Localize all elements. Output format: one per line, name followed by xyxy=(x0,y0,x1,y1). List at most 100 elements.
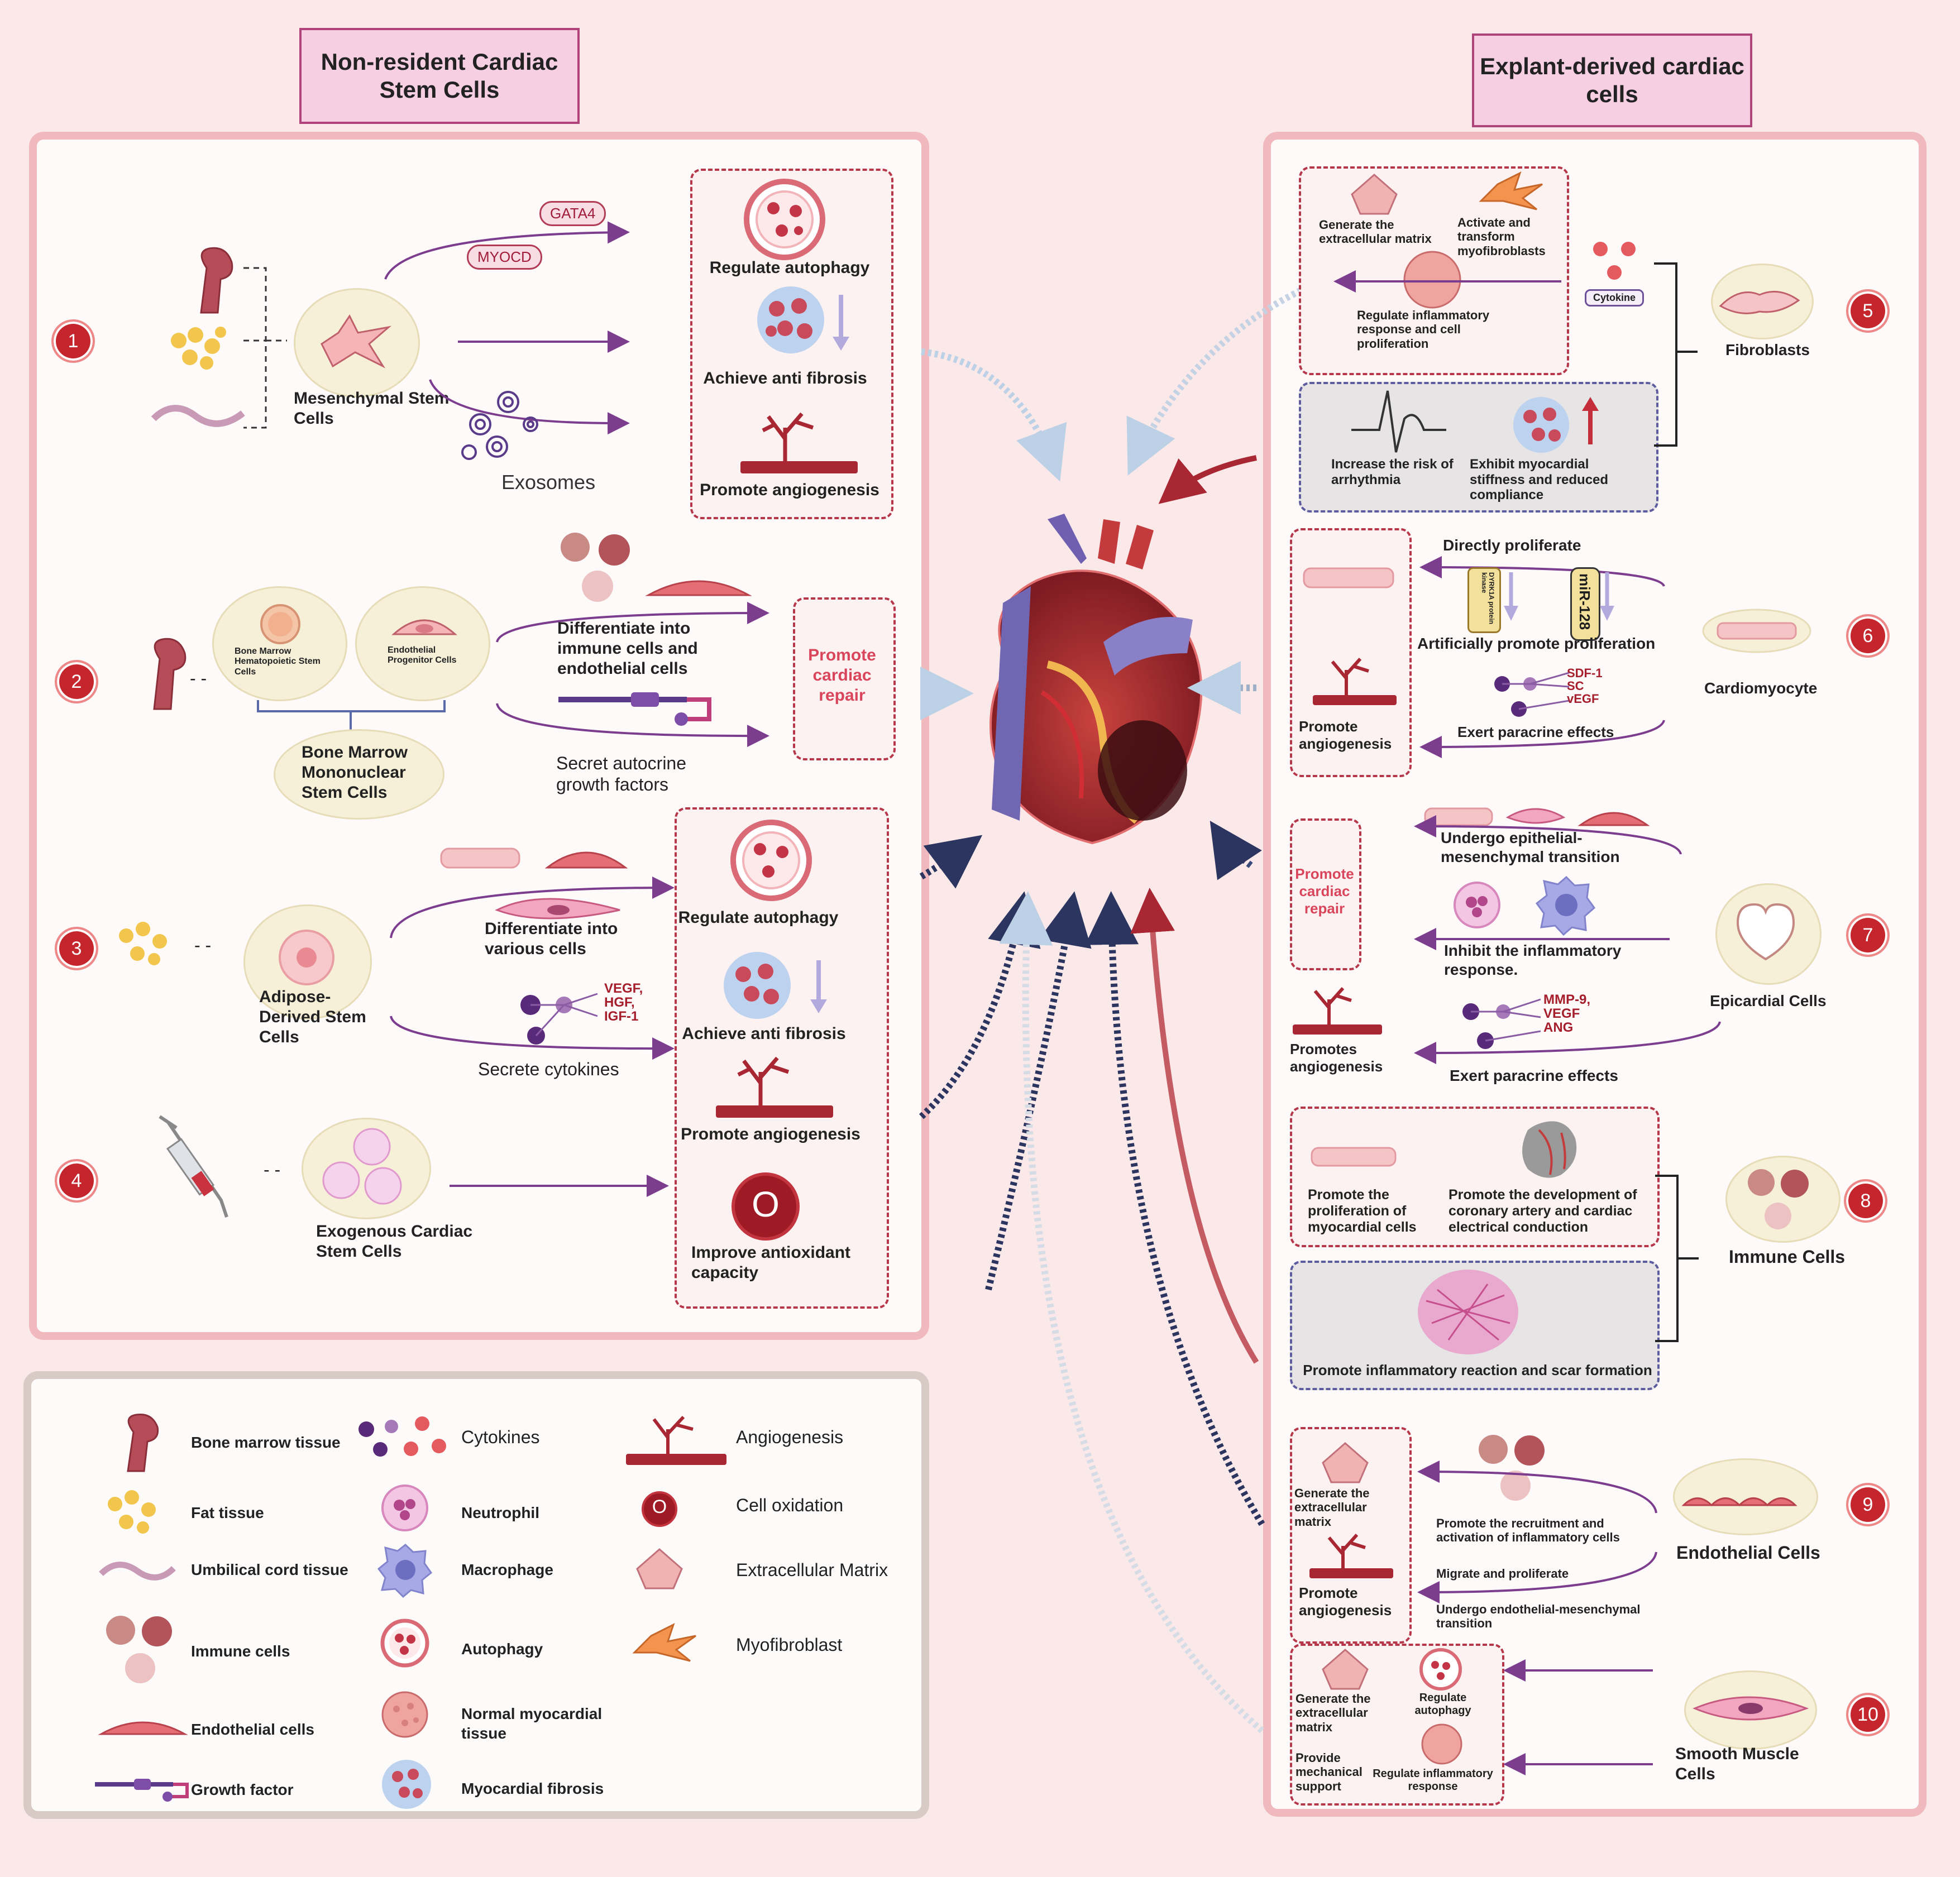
heart-icon xyxy=(989,514,1203,845)
cell-oxidation-icon xyxy=(732,1172,800,1241)
row6-path3: Exert paracrine effects xyxy=(1457,724,1614,740)
fat-tissue-icon-3 xyxy=(119,922,167,965)
legend-endothelial-icon xyxy=(98,1721,188,1735)
row8-box2-text: Promote inflammatory reaction and scar f… xyxy=(1303,1362,1652,1378)
row5-arrhythmia: Increase the risk of arrhythmia xyxy=(1331,457,1454,487)
row6-down-arrow-1 xyxy=(1504,572,1518,621)
immune-cells-icon-8 xyxy=(1748,1169,1809,1229)
row10-mechanical: Provide mechanical support xyxy=(1295,1751,1363,1793)
epc-cell xyxy=(355,586,490,701)
row-number-1: 1 xyxy=(51,319,95,363)
ecsc-label: Exogenous Cardiac Stem Cells xyxy=(316,1222,473,1261)
row7-path3: Exert paracrine effects xyxy=(1450,1067,1618,1084)
row6-enzyme: DYRK1A protein kinase xyxy=(1480,572,1495,624)
row9-path2: Migrate and proliferate xyxy=(1436,1567,1569,1581)
row3-path1: Differentiate into various cells xyxy=(485,920,618,958)
row7-arrows xyxy=(1414,815,1721,1064)
row1-effect-fibrosis: Achieve anti fibrosis xyxy=(703,369,867,387)
hsc-cell-icon xyxy=(260,604,300,644)
legend-cord: Umbilical cord tissue xyxy=(191,1561,348,1578)
row6-mirna: miR-128 xyxy=(1576,573,1593,630)
row8-bracket xyxy=(1655,1175,1699,1342)
row3-cytokines: VEGF, HGF, IGF-1 xyxy=(604,981,643,1024)
legend-cytokines-icon xyxy=(358,1416,446,1457)
gata4-tag: GATA4 xyxy=(539,201,606,226)
row8-box1 xyxy=(1290,1107,1660,1247)
row-number-4: 4 xyxy=(55,1159,98,1203)
row4-dash: - - xyxy=(264,1160,281,1180)
adsc-cell-icon xyxy=(279,930,334,985)
row2-effect-box xyxy=(793,597,896,760)
row-number-3: 3 xyxy=(55,927,98,970)
row1-arrows xyxy=(384,221,630,435)
legend-oxidation-symbol: O xyxy=(652,1496,667,1517)
normal-tissue-icon-10 xyxy=(1421,1723,1462,1765)
row9-angio: Promote angiogenesis xyxy=(1299,1584,1392,1619)
immune-cells-label: Immune Cells xyxy=(1729,1247,1846,1267)
row5-cytokine-tag: Cytokine xyxy=(1585,289,1645,307)
row6-enzyme-tag: DYRK1A protein kinase xyxy=(1467,567,1501,633)
row-number-6: 6 xyxy=(1846,614,1890,658)
legend-fibrosis: Myocardial fibrosis xyxy=(461,1780,604,1797)
legend-neutrophil-icon xyxy=(381,1485,428,1531)
row2-effect: Promote cardiac repair xyxy=(808,646,876,705)
normal-tissue-icon-5 xyxy=(1403,251,1461,309)
row-number-7: 7 xyxy=(1846,913,1890,957)
msc-label: Mesenchymal Stem Cells xyxy=(294,389,450,428)
legend-panel xyxy=(23,1371,929,1819)
row8-box1-b: Promote the development of coronary arte… xyxy=(1449,1187,1637,1235)
endothelial-label: Endothelial Cells xyxy=(1676,1543,1820,1563)
row5-bracket xyxy=(1654,262,1698,447)
row2-bracket xyxy=(257,700,446,732)
msc-cell-icon xyxy=(321,314,392,368)
smooth-muscle-label: Smooth Muscle Cells xyxy=(1675,1745,1799,1783)
fibroblast-label: Fibroblasts xyxy=(1725,341,1810,358)
row6-path2: Artificially promote proliferation xyxy=(1417,635,1656,652)
row2-immune-icon xyxy=(561,533,630,602)
fibrosis-icon-3 xyxy=(724,952,827,1019)
cardiomyocyte-cell-icon xyxy=(1702,609,1811,653)
legend-endothelial: Endothelial cells xyxy=(191,1721,314,1738)
legend-normal-tissue-icon xyxy=(381,1691,428,1738)
bracket-row1 xyxy=(243,267,287,429)
oxidation-symbol: O xyxy=(752,1184,780,1224)
row6-factors: SDF-1 SC vEGF xyxy=(1567,666,1603,706)
legend-cord-icon xyxy=(99,1562,176,1581)
row7-effect: Promotes angiogenesis xyxy=(1290,1041,1383,1075)
row10-ecm: Generate the extracellular matrix xyxy=(1295,1692,1371,1734)
epc-label: Endothelial Progenitor Cells xyxy=(388,645,457,665)
legend-cytokines: Cytokines xyxy=(461,1427,540,1447)
row3-cells-icons xyxy=(440,847,628,920)
row3-effect-autophagy: Regulate autophagy xyxy=(678,908,839,927)
fibrosis-icon-5 xyxy=(1513,397,1599,453)
row9-arrows xyxy=(1417,1461,1657,1603)
cardiomyocyte-label: Cardiomyocyte xyxy=(1704,679,1818,697)
ecm-icon-10 xyxy=(1322,1649,1369,1690)
row-number-2: 2 xyxy=(55,660,98,703)
row1-effect-autophagy: Regulate autophagy xyxy=(709,258,870,277)
legend-bone-marrow-icon xyxy=(127,1413,159,1472)
smooth-muscle-cell-icon xyxy=(1693,1696,1809,1721)
legend-immune: Immune cells xyxy=(191,1643,290,1660)
row3-dash: - - xyxy=(194,935,212,955)
legend-growth-factor: Growth factor xyxy=(191,1781,294,1798)
row5-stiffness: Exhibit myocardial stiffness and reduced… xyxy=(1470,457,1609,503)
legend-oxidation-icon xyxy=(642,1491,677,1527)
row6-path1: Directly proliferate xyxy=(1443,537,1581,554)
exosomes-icon xyxy=(461,391,538,460)
row6-effect: Promote angiogenesis xyxy=(1299,718,1392,753)
row10-arrows xyxy=(1503,1659,1653,1775)
row3-effect-fibrosis: Achieve anti fibrosis xyxy=(682,1024,846,1043)
ecg-icon xyxy=(1351,390,1446,453)
ecm-icon-9 xyxy=(1322,1442,1369,1483)
angiogenesis-icon-7 xyxy=(1293,987,1382,1035)
cytokines-icon xyxy=(520,993,598,1045)
syringe-icon xyxy=(159,1115,228,1218)
autophagy-icon-10 xyxy=(1419,1648,1462,1691)
fat-tissue-icon xyxy=(171,327,226,370)
exosomes-label: Exosomes xyxy=(501,471,596,494)
row3-path2: Secrete cytokines xyxy=(478,1059,619,1079)
legend-angiogenesis: Angiogenesis xyxy=(736,1427,844,1447)
heart-small-icon xyxy=(1522,1121,1577,1178)
